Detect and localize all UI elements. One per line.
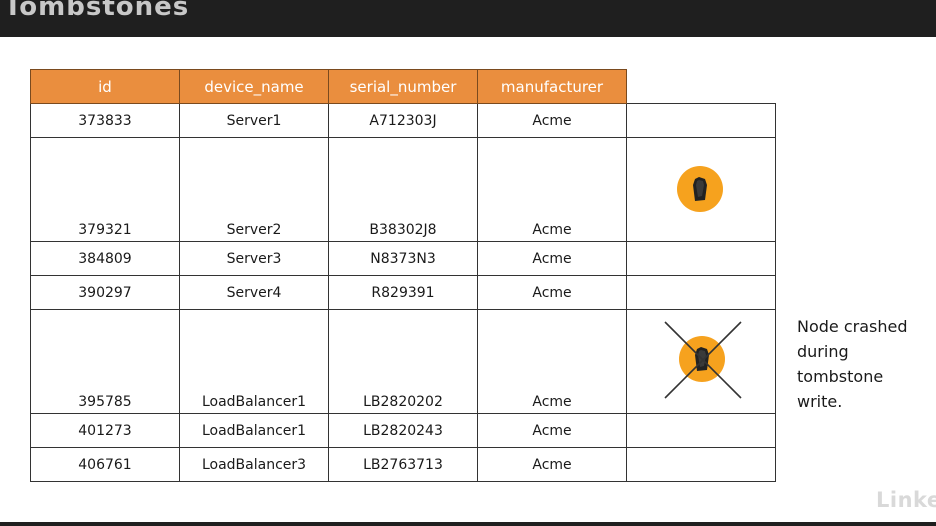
cell-status — [626, 137, 776, 242]
tombstone-glyph — [693, 176, 707, 201]
top-bar: Tombstones — [0, 0, 936, 37]
crash-note-line: during — [797, 342, 849, 361]
cell-device-name: Server4 — [179, 275, 329, 310]
cell-serial-number: LB2820202 — [328, 309, 478, 414]
column-header-id: id — [30, 69, 180, 104]
cell-status — [626, 103, 776, 138]
cell-device-name: Server2 — [179, 137, 329, 242]
tombstone-icon — [677, 165, 723, 212]
cell-manufacturer: Acme — [477, 275, 627, 310]
cell-status — [626, 241, 776, 276]
cell-id: 384809 — [30, 241, 180, 276]
cell-id: 373833 — [30, 103, 180, 138]
cell-status — [626, 447, 776, 482]
column-header-manufacturer: manufacturer — [477, 69, 627, 104]
column-header-status-blank — [627, 70, 776, 104]
cell-id: 390297 — [30, 275, 180, 310]
slide-title: Tombstones — [4, 0, 190, 22]
cell-serial-number: LB2763713 — [328, 447, 478, 482]
crash-note-line: write. — [797, 392, 843, 411]
cell-device-name: LoadBalancer1 — [179, 413, 329, 448]
cell-id: 379321 — [30, 137, 180, 242]
column-header-serial-number: serial_number — [328, 69, 478, 104]
cell-id: 406761 — [30, 447, 180, 482]
cell-manufacturer: Acme — [477, 103, 627, 138]
cell-status — [626, 413, 776, 448]
cell-device-name: Server3 — [179, 241, 329, 276]
crash-note-line: Node crashed — [797, 317, 908, 336]
cell-serial-number: N8373N3 — [328, 241, 478, 276]
cell-status — [626, 275, 776, 310]
devices-table-wrapper: id device_name serial_number manufacture… — [30, 69, 776, 482]
cell-serial-number: B38302J8 — [328, 137, 478, 242]
devices-table: id device_name serial_number manufacture… — [30, 69, 776, 482]
cell-manufacturer: Acme — [477, 309, 627, 414]
crash-note-line: tombstone — [797, 367, 884, 386]
column-header-device-name: device_name — [179, 69, 329, 104]
cell-id: 401273 — [30, 413, 180, 448]
cell-device-name: LoadBalancer3 — [179, 447, 329, 482]
bottom-bar — [0, 522, 936, 526]
crash-note: Node crashed during tombstone write. — [797, 314, 927, 414]
watermark-logo: Linke — [876, 488, 936, 512]
cell-device-name: Server1 — [179, 103, 329, 138]
cell-manufacturer: Acme — [477, 413, 627, 448]
cell-device-name: LoadBalancer1 — [179, 309, 329, 414]
cross-out-icon — [664, 321, 742, 399]
table-header-row: id device_name serial_number manufacture… — [30, 69, 776, 104]
cell-id: 395785 — [30, 309, 180, 414]
cell-status — [626, 309, 776, 414]
cell-manufacturer: Acme — [477, 241, 627, 276]
cell-manufacturer: Acme — [477, 447, 627, 482]
cell-manufacturer: Acme — [477, 137, 627, 242]
cell-serial-number: LB2820243 — [328, 413, 478, 448]
cell-serial-number: A712303J — [328, 103, 478, 138]
tombstone-icon — [679, 336, 725, 382]
cell-serial-number: R829391 — [328, 275, 478, 310]
failed-tombstone-marker — [663, 320, 743, 400]
